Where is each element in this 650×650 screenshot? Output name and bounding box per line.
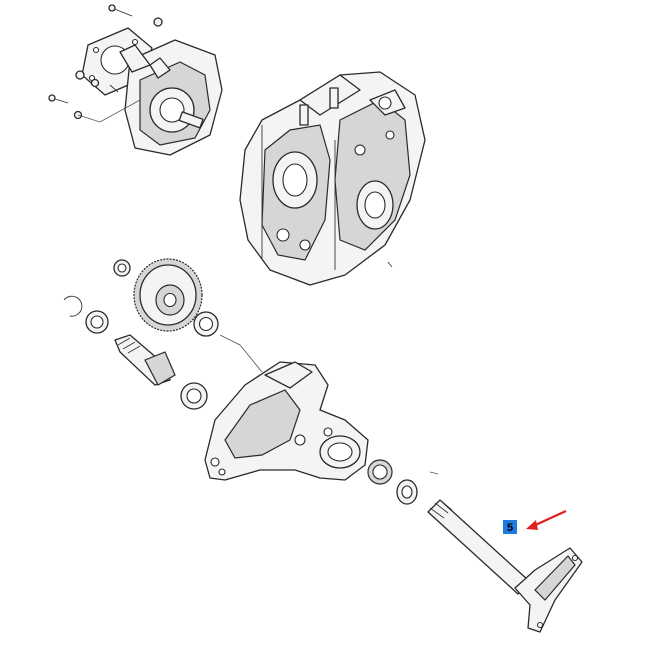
bearing-left bbox=[85, 310, 109, 334]
transmission-housing bbox=[239, 71, 426, 286]
final-drive-housing bbox=[204, 361, 369, 481]
callout-box[interactable] bbox=[503, 520, 517, 534]
leader-gear bbox=[219, 334, 263, 373]
leader-shaft bbox=[429, 471, 439, 475]
spur-gear bbox=[133, 258, 203, 332]
dowel-pin bbox=[387, 261, 393, 268]
nut-top bbox=[153, 17, 163, 27]
washer-left bbox=[90, 78, 100, 88]
bolt-top bbox=[108, 4, 133, 17]
callout-part-5[interactable]: 5 bbox=[503, 520, 517, 534]
pin-left bbox=[109, 84, 119, 93]
bearing-right-of-gear bbox=[193, 311, 219, 337]
rear-cover-assembly bbox=[48, 4, 223, 156]
bolt-left bbox=[48, 94, 69, 104]
bearing-lower bbox=[180, 382, 208, 410]
cover-housing bbox=[119, 39, 223, 156]
leader-cover bbox=[77, 99, 141, 123]
snap-ring bbox=[63, 295, 83, 317]
axle-shaft bbox=[427, 499, 583, 633]
bearing-small-top bbox=[113, 259, 131, 277]
callout-number: 5 bbox=[507, 522, 513, 534]
shim-washer bbox=[396, 479, 418, 505]
callout-arrow bbox=[526, 509, 567, 530]
seal-ring bbox=[367, 459, 393, 485]
nut-left bbox=[75, 70, 85, 80]
pinion-shaft bbox=[114, 334, 176, 386]
